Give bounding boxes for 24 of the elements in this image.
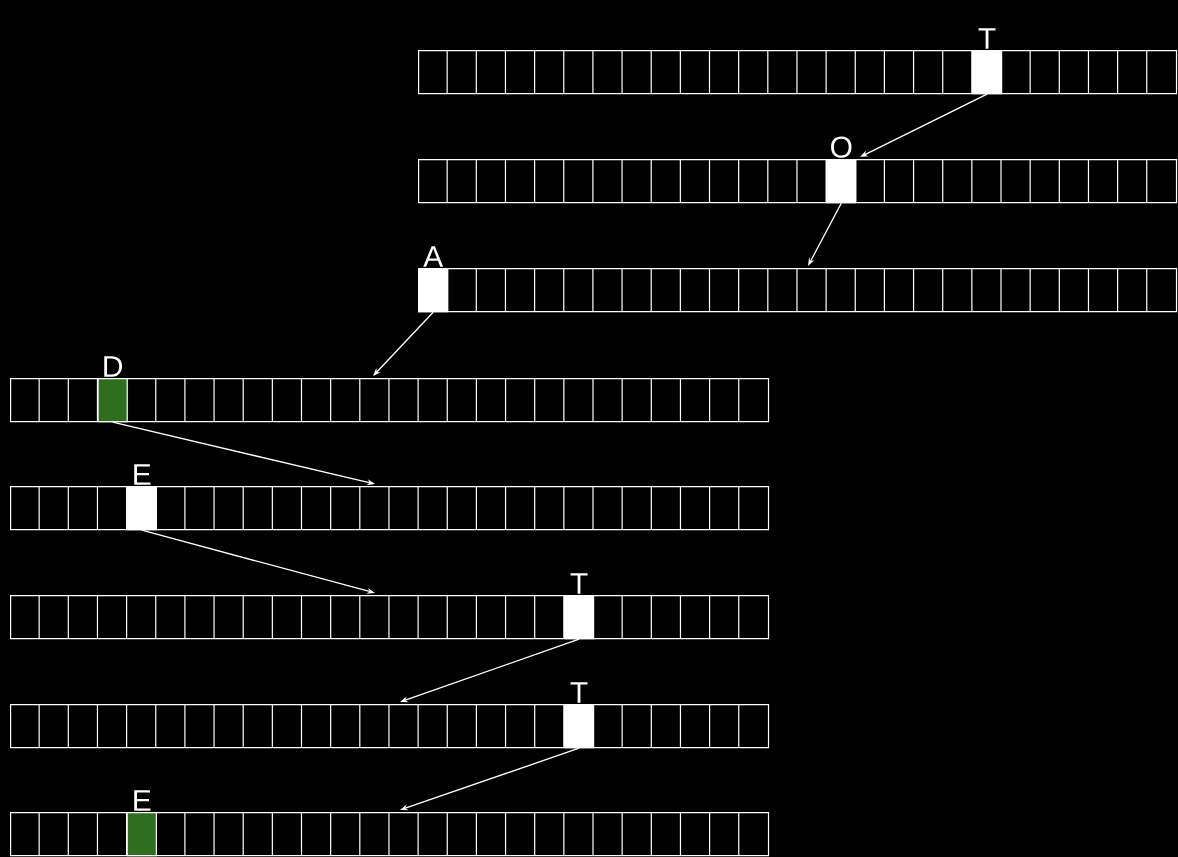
node-label: E: [134, 790, 151, 811]
highlighted-cell: A: [418, 246, 449, 313]
node-label: D: [104, 356, 123, 377]
cell-row: [10, 377, 770, 423]
cell-row: [10, 594, 770, 640]
highlighted-cell: T: [563, 682, 595, 749]
highlighted-cell: D: [97, 356, 128, 423]
cell-row: [10, 485, 770, 531]
highlighted-cell: O: [826, 136, 857, 204]
node-label: T: [570, 682, 588, 703]
node-label: A: [423, 246, 444, 267]
node-label: E: [134, 464, 151, 485]
highlighted-cell: T: [563, 573, 595, 640]
cell-row: [10, 811, 770, 857]
cell-row: [418, 158, 1178, 204]
node-label: T: [570, 573, 588, 594]
cell-row: [10, 703, 770, 749]
highlighted-cell: T: [971, 28, 1003, 95]
node-label: T: [978, 28, 996, 49]
arrow: [373, 311, 434, 376]
highlighted-cell: E: [126, 464, 157, 531]
node-label: O: [831, 136, 852, 158]
highlighted-cell: E: [126, 790, 157, 857]
cell-row: [418, 49, 1178, 95]
